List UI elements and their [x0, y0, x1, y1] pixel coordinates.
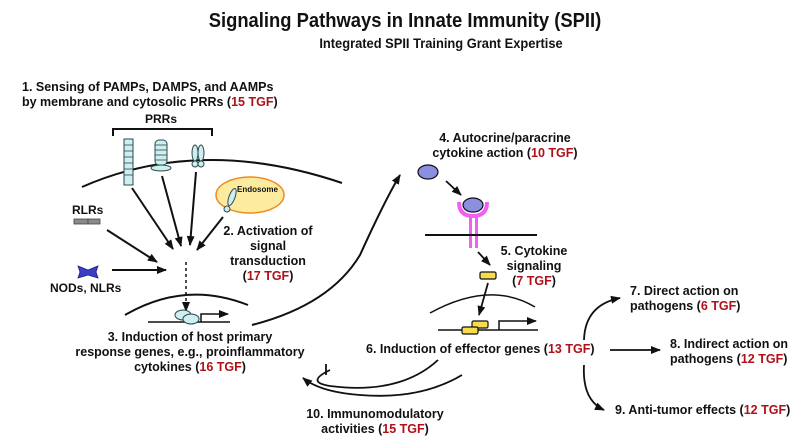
- step-7-tgf-count: 6 TGF: [700, 299, 737, 313]
- arrow-stat-to-gene: [477, 282, 489, 316]
- nod-nlr-icon: [77, 265, 99, 279]
- cytokine-icon: [417, 164, 439, 180]
- step-2-label: 2. Activation of signal transduction (17…: [223, 224, 313, 283]
- step-1-tgf-count: 15 TGF: [231, 95, 274, 109]
- diagram-title: Signaling Pathways in Innate Immunity (S…: [208, 10, 602, 32]
- arrow-endosome-to-signal: [196, 216, 224, 251]
- step-6-tgf-count: 13 TGF: [547, 342, 591, 356]
- prrs-label: PRRs: [145, 112, 178, 126]
- stat-icon: [479, 271, 497, 280]
- step-9-label: 9. Anti-tumor effects (12 TGF): [615, 403, 791, 417]
- arrow-rlr-to-signal: [106, 229, 158, 263]
- step-5-tgf-count: 7 TGF: [516, 274, 552, 288]
- cytokine-receptor-icon: [457, 197, 489, 248]
- endosome-label: Endosome: [237, 185, 278, 194]
- arrow-tlr-to-signal: [131, 187, 174, 250]
- nods-nlrs-label: NODs, NLRs: [50, 281, 122, 295]
- rlr-icon: [73, 218, 101, 225]
- inhibition-arc: [316, 359, 439, 389]
- cell-membrane-left: [81, 158, 343, 188]
- arrow-to-direct-action: [583, 295, 621, 341]
- step-9-tgf-count: 12 TGF: [743, 403, 787, 417]
- step-1-label: 1. Sensing of PAMPs, DAMPS, and AAMPs by…: [22, 80, 278, 109]
- arrow-receptor-to-signaling: [477, 251, 491, 266]
- arrow-to-anti-tumor: [582, 364, 605, 411]
- host-gene-icon: [148, 309, 230, 325]
- step-3-label: 3. Induction of host primary response ge…: [75, 330, 305, 374]
- step-4-label: 4. Autocrine/paracrine cytokine action (…: [432, 131, 578, 160]
- step-8-label: 8. Indirect action on pathogens (12 TGF): [670, 337, 789, 366]
- step-8-tgf-count: 12 TGF: [740, 352, 784, 366]
- step-3-tgf-count: 16 TGF: [199, 360, 242, 374]
- dimer-receptor-icon: [191, 144, 205, 168]
- step-10-tgf-count: 15 TGF: [382, 422, 425, 436]
- rlrs-label: RLRs: [72, 203, 104, 217]
- step-5-label: 5. Cytokine signaling (7 TGF): [500, 244, 568, 288]
- arrow-cytokine-to-receptor: [445, 180, 462, 196]
- effector-gene-icon: [438, 317, 538, 335]
- step-10-label: 10. Immunomodulatory activities (15 TGF): [306, 407, 444, 436]
- nucleus-membrane-right: [429, 294, 536, 314]
- step-6-label: 6. Induction of effector genes (13 TGF): [366, 342, 595, 356]
- step-7-label: 7. Direct action on pathogens (6 TGF): [630, 284, 741, 313]
- step-4-tgf-count: 10 TGF: [531, 146, 574, 160]
- prrs-bracket: [112, 128, 213, 136]
- arrow-dimer-to-signal: [186, 171, 197, 246]
- cell-membrane-left-lower: [251, 174, 401, 326]
- arrow-immunomodulatory: [302, 374, 463, 397]
- tlr-receptor-icon: [123, 138, 134, 186]
- step-2-tgf-count: 17 TGF: [246, 269, 290, 283]
- endosome-icon: [215, 176, 285, 214]
- arrow-stacked-to-signal: [161, 175, 183, 247]
- diagram-subtitle: Integrated SPII Training Grant Expertise: [319, 35, 563, 51]
- stacked-receptor-icon: [150, 139, 172, 172]
